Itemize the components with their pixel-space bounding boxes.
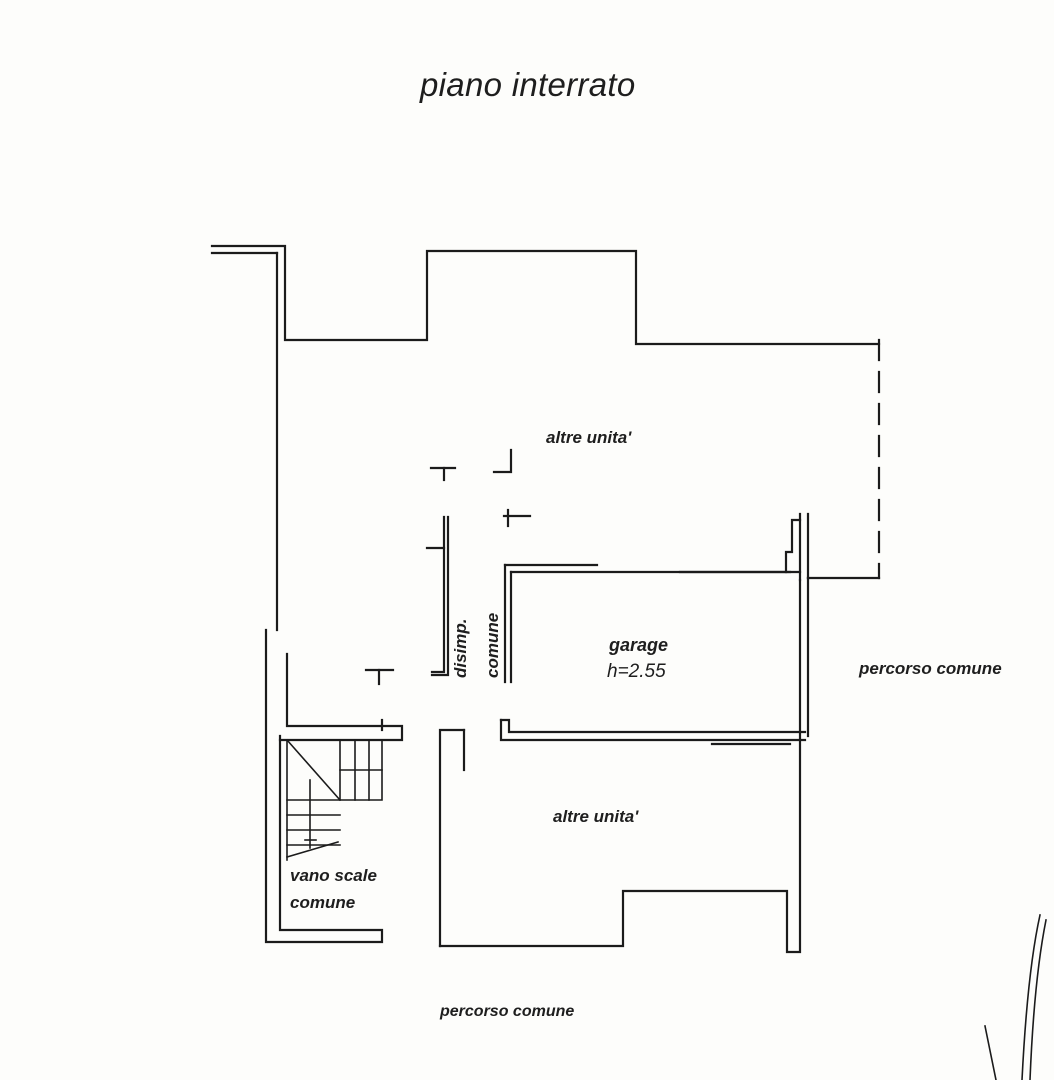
corridor-wall (425, 515, 450, 677)
label-percorso-comune-right: percorso comune (859, 659, 1002, 678)
dashed-boundary-right (806, 338, 881, 580)
signature-scribble (984, 914, 1047, 1080)
exterior-wall-top (210, 244, 881, 632)
exterior-wall-bottom (438, 576, 810, 954)
plan-title: piano interrato (420, 66, 636, 103)
jamb-detail-right (784, 512, 810, 582)
exterior-wall-left (264, 628, 404, 944)
room-label-garage-height: h=2.55 (607, 661, 666, 682)
label-percorso-comune-bottom: percorso comune (440, 1003, 575, 1020)
room-label-vano-scale: vano scale (290, 866, 377, 885)
wall-stubs (364, 448, 532, 732)
staircase (285, 738, 383, 861)
room-label-comune-vertical: comune (483, 612, 502, 678)
room-label-garage: garage (609, 635, 669, 655)
room-label-disimp: disimp. (451, 618, 470, 678)
room-label-altre-unita-bottom: altre unita' (553, 807, 639, 826)
room-label-vano-comune: comune (290, 893, 356, 912)
garage-walls (499, 563, 807, 746)
room-label-altre-unita-top: altre unita' (546, 428, 632, 447)
